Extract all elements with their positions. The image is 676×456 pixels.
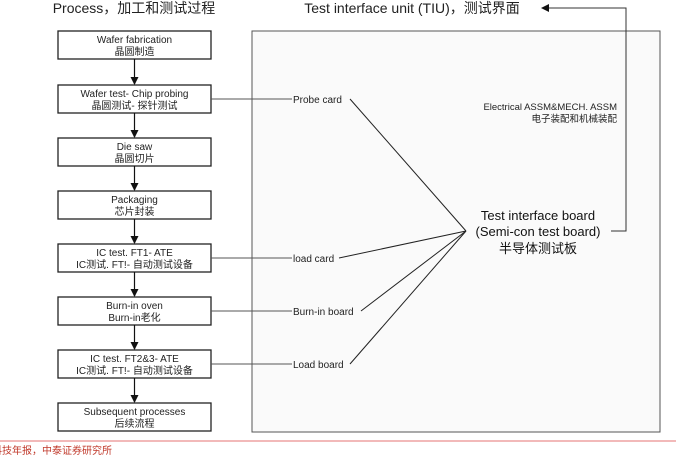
step-en: IC test. FT1- ATE	[96, 248, 173, 259]
step-en: Packaging	[111, 195, 158, 206]
connector-label: Burn-in board	[293, 307, 354, 318]
step-box	[57, 349, 212, 379]
step-box	[57, 402, 212, 432]
link-to-board	[338, 230, 467, 259]
connector: Burn-in board	[211, 230, 467, 318]
link-to-board	[360, 230, 467, 312]
board-line3: 半导体测试板	[499, 241, 577, 256]
step-en: Burn-in oven	[106, 301, 163, 312]
tiu-title: Test interface unit (TIU)，测试界面	[304, 0, 520, 16]
process-title: Process，加工和测试过程	[53, 0, 216, 16]
footer-source: 科技年报，中泰证券研究所	[0, 444, 112, 456]
step-zh: Burn-in老化	[108, 311, 160, 324]
step-box	[57, 243, 212, 273]
connector: load card	[211, 230, 467, 265]
board-line1: Test interface board	[481, 208, 595, 223]
tiu-frame	[251, 30, 661, 433]
step-zh: IC测试. FT!- 自动测试设备	[76, 364, 193, 377]
step-en: IC test. FT2&3- ATE	[90, 354, 179, 365]
step-box	[57, 30, 212, 60]
connector-label: Probe card	[293, 95, 342, 106]
assembly-en: Electrical ASSM&MECH. ASSM	[483, 102, 617, 113]
step-box	[57, 296, 212, 326]
connector-label: Load board	[293, 360, 344, 371]
step-zh: 芯片封装	[115, 205, 155, 218]
step-en: Wafer test- Chip probing	[80, 89, 188, 100]
link-to-board	[349, 230, 467, 365]
step-zh: IC测试. FT!- 自动测试设备	[76, 258, 193, 271]
step-zh: 晶圆制造	[115, 45, 155, 58]
step-en: Die saw	[117, 142, 153, 153]
connector: Probe card	[211, 95, 467, 232]
step-zh: 晶圆切片	[115, 152, 155, 165]
step-en: Wafer fabrication	[97, 35, 172, 46]
assembly-zh: 电子装配和机械装配	[531, 113, 617, 125]
step-zh: 晶圆测试- 探针测试	[91, 99, 177, 112]
step-en: Subsequent processes	[84, 407, 186, 418]
step-box	[57, 137, 212, 167]
connector-label: load card	[293, 254, 334, 265]
step-zh: 后续流程	[115, 417, 155, 430]
feedback-arrow	[541, 4, 627, 232]
connector: Load board	[211, 230, 467, 371]
link-to-board	[349, 98, 467, 232]
board-line2: (Semi-con test board)	[476, 224, 601, 239]
